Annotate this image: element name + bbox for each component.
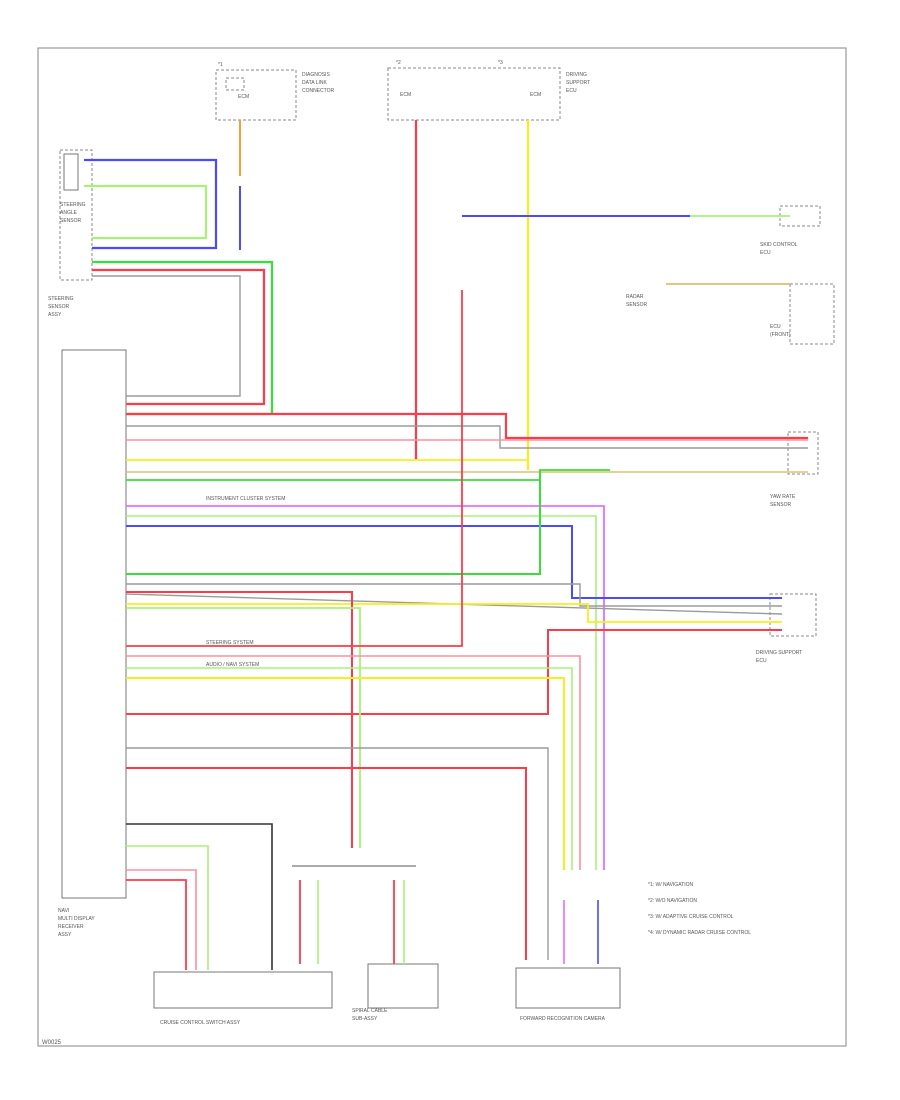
wire-green-steering [84, 184, 208, 240]
wire-red-main [126, 412, 808, 440]
svg-text:SENSOR: SENSOR [626, 302, 648, 308]
svg-text:DIAGNOSIS: DIAGNOSIS [302, 72, 330, 78]
svg-text:ECU: ECU [770, 324, 781, 330]
note-3: *3: W/ ADAPTIVE CRUISE CONTROL [648, 914, 734, 920]
ref-audio: AUDIO / NAVI SYSTEM [206, 662, 259, 668]
note-1: *1: W/ NAVIGATION [648, 882, 693, 888]
wire-yellow-cam [126, 677, 565, 870]
top-connector-left: *1 ECM DIAGNOSIS DATA LINK CONNECTOR [215, 62, 335, 121]
wires [84, 120, 808, 970]
svg-text:ANGLE: ANGLE [60, 210, 78, 216]
svg-text:SENSOR: SENSOR [48, 304, 70, 310]
svg-text:RECEIVER: RECEIVER [58, 924, 84, 930]
ref-steering: STEERING SYSTEM [206, 640, 254, 646]
svg-text:MULTI DISPLAY: MULTI DISPLAY [58, 916, 95, 922]
svg-text:ECU: ECU [756, 658, 767, 664]
wire-gray-cam [126, 747, 549, 960]
svg-text:ECM: ECM [238, 94, 249, 100]
page-code: W0025 [42, 1040, 62, 1046]
svg-text:*1: *1 [218, 62, 223, 68]
svg-text:ASSY: ASSY [58, 932, 72, 938]
cruise-switch-box: CRUISE CONTROL SWITCH ASSY [153, 971, 333, 1026]
wire-green-mid [126, 470, 541, 575]
skid-control-box: SKID CONTROL ECU [760, 205, 821, 256]
svg-text:STEERING: STEERING [60, 202, 86, 208]
svg-text:YAW RATE: YAW RATE [770, 494, 796, 500]
wire-lightgreen-cruise [126, 845, 209, 970]
top-connector-middle: *2 *3 ECM ECM DRIVING SUPPORT ECU [387, 60, 590, 121]
svg-text:*3: *3 [498, 60, 503, 66]
steering-sensor-box: STEERING SENSOR ASSY STEERING ANGLE SENS… [48, 149, 93, 318]
svg-text:RADAR: RADAR [626, 294, 644, 300]
svg-text:SUPPORT: SUPPORT [566, 80, 590, 86]
svg-text:ECM: ECM [530, 92, 541, 98]
wire-red-mid [126, 629, 782, 715]
notes: *1: W/ NAVIGATION *2: W/O NAVIGATION *3:… [648, 882, 751, 936]
svg-text:NAVI: NAVI [58, 908, 69, 914]
svg-text:FORWARD RECOGNITION CAMERA: FORWARD RECOGNITION CAMERA [520, 1016, 606, 1022]
ecu-front-box: ECU (FRONT) RADAR SENSOR [626, 283, 835, 345]
note-4: *4: W/ DYNAMIC RADAR CRUISE CONTROL [648, 930, 751, 936]
wire-violet-1 [126, 505, 605, 870]
svg-text:(FRONT): (FRONT) [770, 332, 791, 338]
wire-lightgreen-2 [126, 515, 597, 870]
wire-red-ref [126, 290, 463, 647]
svg-text:DATA LINK: DATA LINK [302, 80, 327, 86]
svg-text:ECU: ECU [760, 250, 771, 256]
svg-text:ECU: ECU [566, 88, 577, 94]
svg-text:ASSY: ASSY [48, 312, 62, 318]
svg-text:STEERING: STEERING [48, 296, 74, 302]
svg-text:SPIRAL CABLE: SPIRAL CABLE [352, 1008, 388, 1014]
wire-red-down1 [126, 591, 353, 848]
wire-blue-main [126, 525, 782, 599]
svg-text:SKID CONTROL: SKID CONTROL [760, 242, 798, 248]
wire-red-upper [92, 268, 266, 406]
svg-text:CRUISE CONTROL SWITCH ASSY: CRUISE CONTROL SWITCH ASSY [160, 1020, 241, 1026]
wire-gray-1 [92, 275, 241, 397]
svg-text:SENSOR: SENSOR [770, 502, 792, 508]
ref-instrument: INSTRUMENT CLUSTER SYSTEM [206, 496, 285, 502]
svg-text:SENSOR: SENSOR [60, 218, 82, 224]
spiral-cable-box: SPIRAL CABLE SUB-ASSY [352, 963, 439, 1022]
driving-support-box: DRIVING SUPPORT ECU [756, 593, 817, 664]
wire-black-cruise [126, 823, 273, 970]
wire-yellow-mid [126, 603, 782, 623]
camera-box: FORWARD RECOGNITION CAMERA [515, 967, 621, 1022]
wire-blue-steering [84, 158, 218, 250]
wire-gray-mid1 [126, 583, 782, 607]
wire-pink-cam [126, 655, 581, 870]
svg-text:ECM: ECM [400, 92, 411, 98]
main-ecu-box: NAVI MULTI DISPLAY RECEIVER ASSY [58, 349, 127, 938]
wire-gray-main [126, 425, 808, 449]
svg-text:*2: *2 [396, 60, 401, 66]
svg-text:SUB-ASSY: SUB-ASSY [352, 1016, 378, 1022]
wire-pink-cruise [126, 869, 197, 970]
svg-text:DRIVING SUPPORT: DRIVING SUPPORT [756, 650, 802, 656]
svg-text:CONNECTOR: CONNECTOR [302, 88, 335, 94]
wire-red-cruise [126, 879, 187, 970]
wire-green-upper [92, 260, 274, 416]
note-2: *2: W/O NAVIGATION [648, 898, 697, 904]
wire-red-cam [126, 767, 527, 960]
wire-green-cam [126, 667, 573, 870]
yaw-rate-box: YAW RATE SENSOR [770, 431, 819, 508]
diagram-frame [37, 47, 847, 1047]
svg-text:DRIVING: DRIVING [566, 72, 587, 78]
